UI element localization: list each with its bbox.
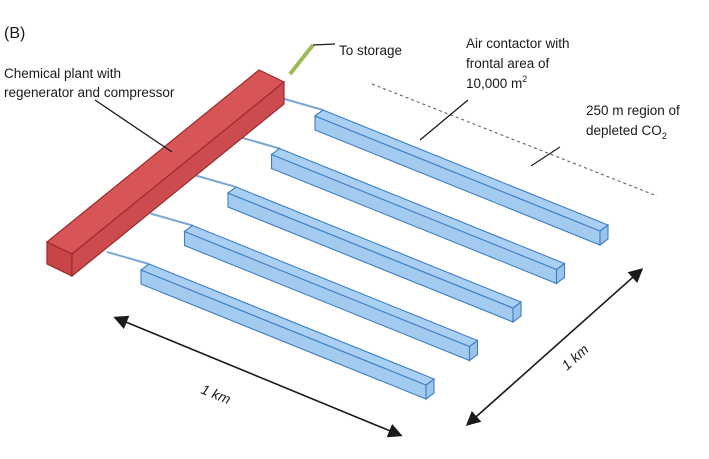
plant-side-face	[71, 80, 285, 278]
contactor-area-value: 10,000 m	[466, 76, 522, 91]
region-co2-subscript: 2	[662, 131, 667, 141]
region-co2-text: depleted CO	[586, 123, 662, 138]
contactor-label-line3: 10,000 m2	[466, 74, 527, 91]
depth-dimension-label: 1 km	[558, 341, 592, 373]
feed-pipe	[193, 174, 237, 188]
plant-label-line2: regenerator and compressor	[4, 85, 175, 100]
width-dimension-label: 1 km	[199, 381, 233, 407]
contactor-side-face	[140, 269, 427, 400]
region-label-line2: depleted CO2	[586, 123, 667, 141]
region-leader	[530, 146, 561, 167]
plant-leader	[94, 99, 173, 153]
storage-pipe	[288, 43, 315, 76]
panel-label: (B)	[4, 25, 25, 42]
width-dimension-arrow	[113, 315, 403, 438]
contactor-leader	[419, 99, 469, 141]
feed-pipe	[280, 97, 324, 111]
storage-leader	[312, 43, 336, 46]
contactor-label-line2: frontal area of	[466, 56, 550, 71]
contactor-area-superscript: 2	[522, 74, 527, 84]
plant-label-line1: Chemical plant with	[4, 66, 121, 81]
contactor-top-face	[313, 109, 610, 232]
air-contactors	[106, 97, 610, 401]
storage-label: To storage	[339, 43, 402, 58]
feed-pipe	[150, 212, 193, 227]
contactor-label-line1: Air contactor with	[466, 36, 570, 51]
depleted-region-boundary	[371, 83, 658, 197]
chemical-plant	[45, 69, 286, 278]
region-label-line1: 250 m region of	[586, 103, 680, 118]
feed-pipe	[237, 135, 280, 150]
feed-pipe	[106, 251, 150, 265]
depth-dimension-arrow	[465, 268, 644, 426]
